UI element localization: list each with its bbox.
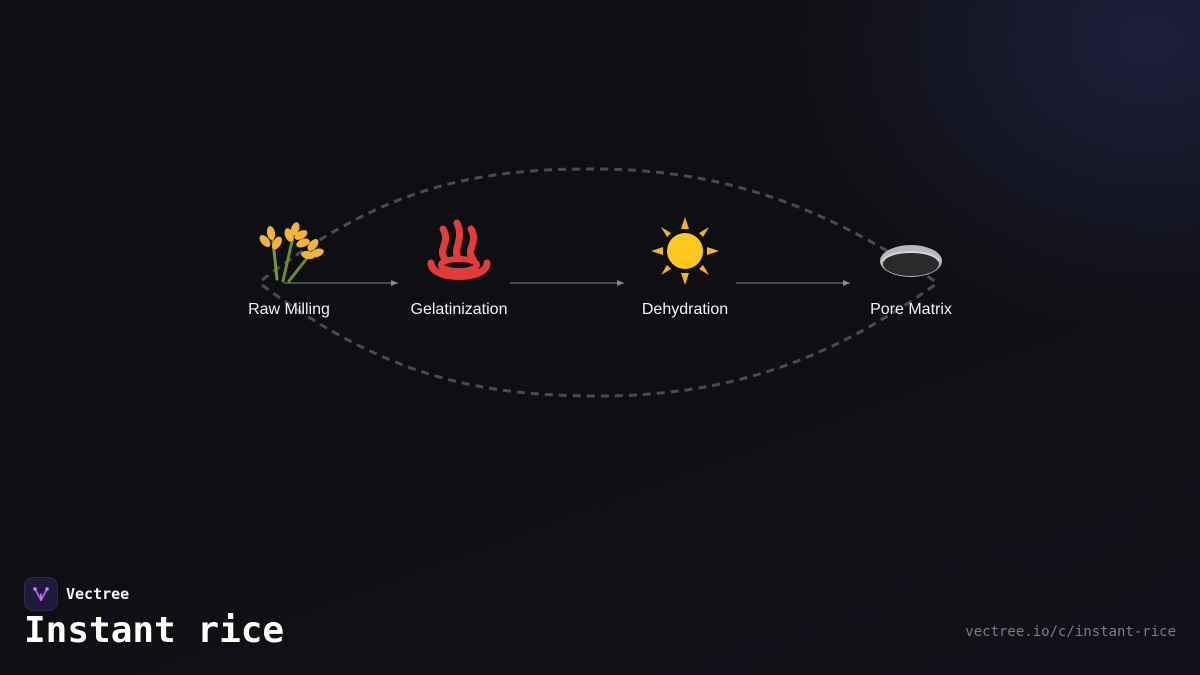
vectree-logo-icon [24, 577, 58, 611]
step-label: Gelatinization [410, 301, 508, 318]
step-pore-matrix: Pore Matrix [831, 215, 991, 319]
step-label: Dehydration [641, 301, 729, 318]
step-label: Raw Milling [248, 301, 330, 318]
page-title: Instant rice [24, 610, 285, 651]
hole-icon [880, 245, 942, 277]
cycle-loop-bottom [261, 282, 937, 398]
step-dehydration: Dehydration [605, 215, 765, 319]
sun-icon [651, 217, 719, 285]
cycle-loop-top [261, 167, 937, 284]
brand: Vectree [24, 577, 129, 611]
step-raw-milling: Raw Milling [209, 215, 369, 319]
hot-springs-steam-icon [427, 219, 491, 280]
wheat-sheaf-icon [259, 222, 324, 283]
step-label: Pore Matrix [870, 301, 952, 318]
source-url: vectree.io/c/instant-rice [965, 624, 1176, 640]
step-gelatinization: Gelatinization [379, 215, 539, 319]
brand-name: Vectree [66, 585, 130, 603]
